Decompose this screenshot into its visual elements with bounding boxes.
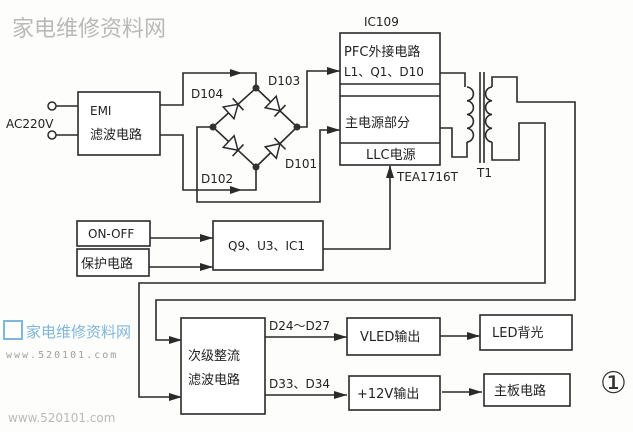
- node-dot: [252, 84, 260, 92]
- main-power-label: 主电源部分: [345, 116, 410, 131]
- secondary-label-1: 次级整流: [188, 348, 240, 364]
- terminal-icon: [47, 101, 57, 111]
- transformer-label: T1: [476, 166, 492, 180]
- terminal-icon: [47, 130, 57, 140]
- diode-label-d103: D103: [268, 74, 300, 88]
- llc-label: LLC电源: [366, 148, 416, 163]
- diode-cathode-bar: [231, 143, 245, 157]
- watermark: 家电维修资料网 www.520101.com 家电维修资料网 www.52010…: [3, 17, 166, 425]
- diode-d102-icon: [221, 134, 240, 152]
- q9-label: Q9、U3、IC1: [228, 239, 305, 253]
- led-label: LED背光: [492, 326, 543, 341]
- coil-winding-icon: [484, 86, 493, 143]
- protection-label: 保护电路: [81, 256, 133, 272]
- on-off-label: ON-OFF: [88, 227, 134, 241]
- q9-u3-ic1-block: [212, 220, 324, 271]
- emi-filter-block: [77, 91, 161, 156]
- emi-label-cn: 滤波电路: [90, 127, 142, 143]
- transformer-t1: [466, 86, 493, 143]
- diode-label-d102: D102: [201, 172, 233, 186]
- mainboard-block: [483, 373, 571, 407]
- watermark-url: www.520101.com: [8, 411, 115, 425]
- protection-block: [76, 248, 150, 277]
- vled-label: VLED输出: [360, 329, 420, 345]
- ac-input-label: AC220V: [6, 117, 54, 131]
- watermark-text: 家电维修资料网: [12, 17, 166, 42]
- pfc-label: PFC外接电路: [344, 44, 420, 60]
- diode-d103-icon: [263, 94, 282, 112]
- diode-cathode-bar: [273, 104, 287, 118]
- path-label-d33-d34: D33、D34: [269, 377, 330, 391]
- path-label-d24-d27: D24～D27: [269, 319, 330, 333]
- figure-number: ①: [600, 366, 627, 401]
- watermark-logo-text: 家电维修资料网: [26, 323, 131, 341]
- secondary-label-2: 滤波电路: [188, 372, 240, 388]
- coil-winding-icon: [466, 86, 475, 143]
- diode-label-d101: D101: [285, 157, 317, 171]
- diode-cathode-bar: [232, 97, 245, 111]
- diode-cathode-bar: [273, 137, 287, 150]
- ic109-label: IC109: [364, 15, 399, 29]
- diode-d104-icon: [221, 103, 240, 121]
- pfc-components-label: L1、Q1、D10: [344, 65, 424, 79]
- node-dot: [252, 163, 260, 171]
- vled-output-block: [346, 317, 441, 356]
- led-backlight-block: [479, 314, 573, 351]
- bridge-rectifier: [212, 87, 298, 168]
- diode-label-d104: D104: [191, 87, 223, 101]
- diode-d101-icon: [263, 142, 281, 160]
- mainboard-label: 主板电路: [494, 383, 546, 399]
- 12v-label: +12V输出: [357, 386, 419, 402]
- emi-label: EMI: [90, 104, 111, 118]
- watermark-logo-url: www.520101.com: [6, 350, 118, 361]
- on-off-block: [76, 220, 151, 247]
- secondary-rectifier-block: [180, 317, 266, 415]
- watermark-logo-icon: [3, 320, 23, 340]
- 12v-output-block: [348, 375, 441, 411]
- chip-label: TEA1716T: [396, 170, 459, 184]
